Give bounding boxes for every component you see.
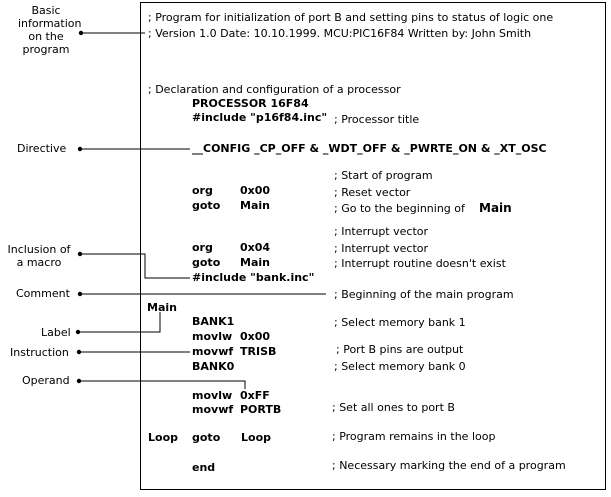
- movwf-instruction-2: movwf: [192, 403, 234, 416]
- operand-label: Operand: [22, 374, 70, 387]
- label-label: Label: [41, 326, 71, 339]
- goto-comment-1-main: Main: [479, 201, 512, 215]
- code-listing-box: [140, 2, 606, 490]
- org-comment-2: ; Interrupt vector: [334, 242, 429, 255]
- start-comment: ; Start of program: [334, 169, 433, 182]
- directive-label: Directive: [17, 142, 67, 155]
- end-comment: ; Necessary marking the end of a program: [332, 459, 566, 472]
- bank1-comment: ; Select memory bank 1: [334, 316, 466, 329]
- goto-comment-1: ; Go to the beginning of: [334, 202, 465, 215]
- goto-instruction-3: goto: [192, 431, 221, 444]
- org-operand-1: 0x00: [240, 184, 271, 197]
- main-label: Main: [147, 301, 177, 314]
- org-instruction-2: org: [192, 241, 213, 254]
- basic-info-line-4: program: [22, 43, 70, 56]
- leader-macro: [80, 253, 190, 279]
- macro-label-line-1: Inclusion of: [7, 243, 71, 256]
- movwf-operand-2: PORTB: [240, 403, 282, 416]
- movwf-comment-1: ; Port B pins are output: [336, 343, 464, 356]
- goto-operand-2: Main: [240, 256, 270, 269]
- macro-label-line-2: a macro: [16, 256, 62, 269]
- basic-info-line-1: Basic: [31, 4, 61, 17]
- include-p16f84: #include "p16f84.inc": [192, 111, 328, 124]
- leader-operand: [79, 380, 246, 389]
- basic-info-line-3: on the: [28, 30, 64, 43]
- movlw-instruction-1: movlw: [192, 330, 233, 343]
- interrupt-comment: ; Interrupt vector: [334, 225, 429, 238]
- bank0-macro: BANK0: [192, 360, 235, 373]
- goto-operand-1: Main: [240, 199, 270, 212]
- include-bank: #include "bank.inc": [192, 271, 315, 284]
- include-comment: ; Processor title: [334, 113, 420, 126]
- movwf-comment-2: ; Set all ones to port B: [332, 401, 455, 414]
- end-directive: end: [192, 461, 216, 474]
- movlw-operand-2: 0xFF: [240, 389, 270, 402]
- goto-instruction-2: goto: [192, 256, 221, 269]
- leader-label: [78, 312, 161, 333]
- basic-info-label: Basic information on the program: [18, 4, 82, 56]
- movwf-instruction-1: movwf: [192, 345, 234, 358]
- config-directive: __CONFIG _CP_OFF & _WDT_OFF & _PWRTE_ON …: [192, 142, 547, 155]
- macro-label: Inclusion of a macro: [4, 243, 74, 269]
- loop-label: Loop: [148, 431, 178, 444]
- instruction-label: Instruction: [10, 346, 69, 359]
- processor-directive: PROCESSOR 16F84: [192, 97, 309, 110]
- declaration-comment: ; Declaration and configuration of a pro…: [148, 83, 401, 96]
- bank0-comment: ; Select memory bank 0: [334, 360, 466, 373]
- goto-comment-3: ; Program remains in the loop: [332, 430, 496, 443]
- goto-comment-2: ; Interrupt routine doesn't exist: [334, 257, 506, 270]
- bank1-macro: BANK1: [192, 315, 235, 328]
- movlw-operand-1: 0x00: [240, 330, 271, 343]
- basic-info-line-2: information: [18, 17, 82, 30]
- header-comment-2: ; Version 1.0 Date: 10.10.1999. MCU:PIC1…: [148, 27, 532, 40]
- movwf-operand-1: TRISB: [240, 345, 277, 358]
- org-instruction-1: org: [192, 184, 213, 197]
- comment-label: Comment: [16, 287, 70, 300]
- org-operand-2: 0x04: [240, 241, 271, 254]
- goto-operand-3: Loop: [241, 431, 271, 444]
- movlw-instruction-2: movlw: [192, 389, 233, 402]
- header-comment-1: ; Program for initialization of port B a…: [148, 11, 554, 24]
- main-comment: ; Beginning of the main program: [334, 288, 514, 301]
- org-comment-1: ; Reset vector: [334, 186, 411, 199]
- goto-instruction-1: goto: [192, 199, 221, 212]
